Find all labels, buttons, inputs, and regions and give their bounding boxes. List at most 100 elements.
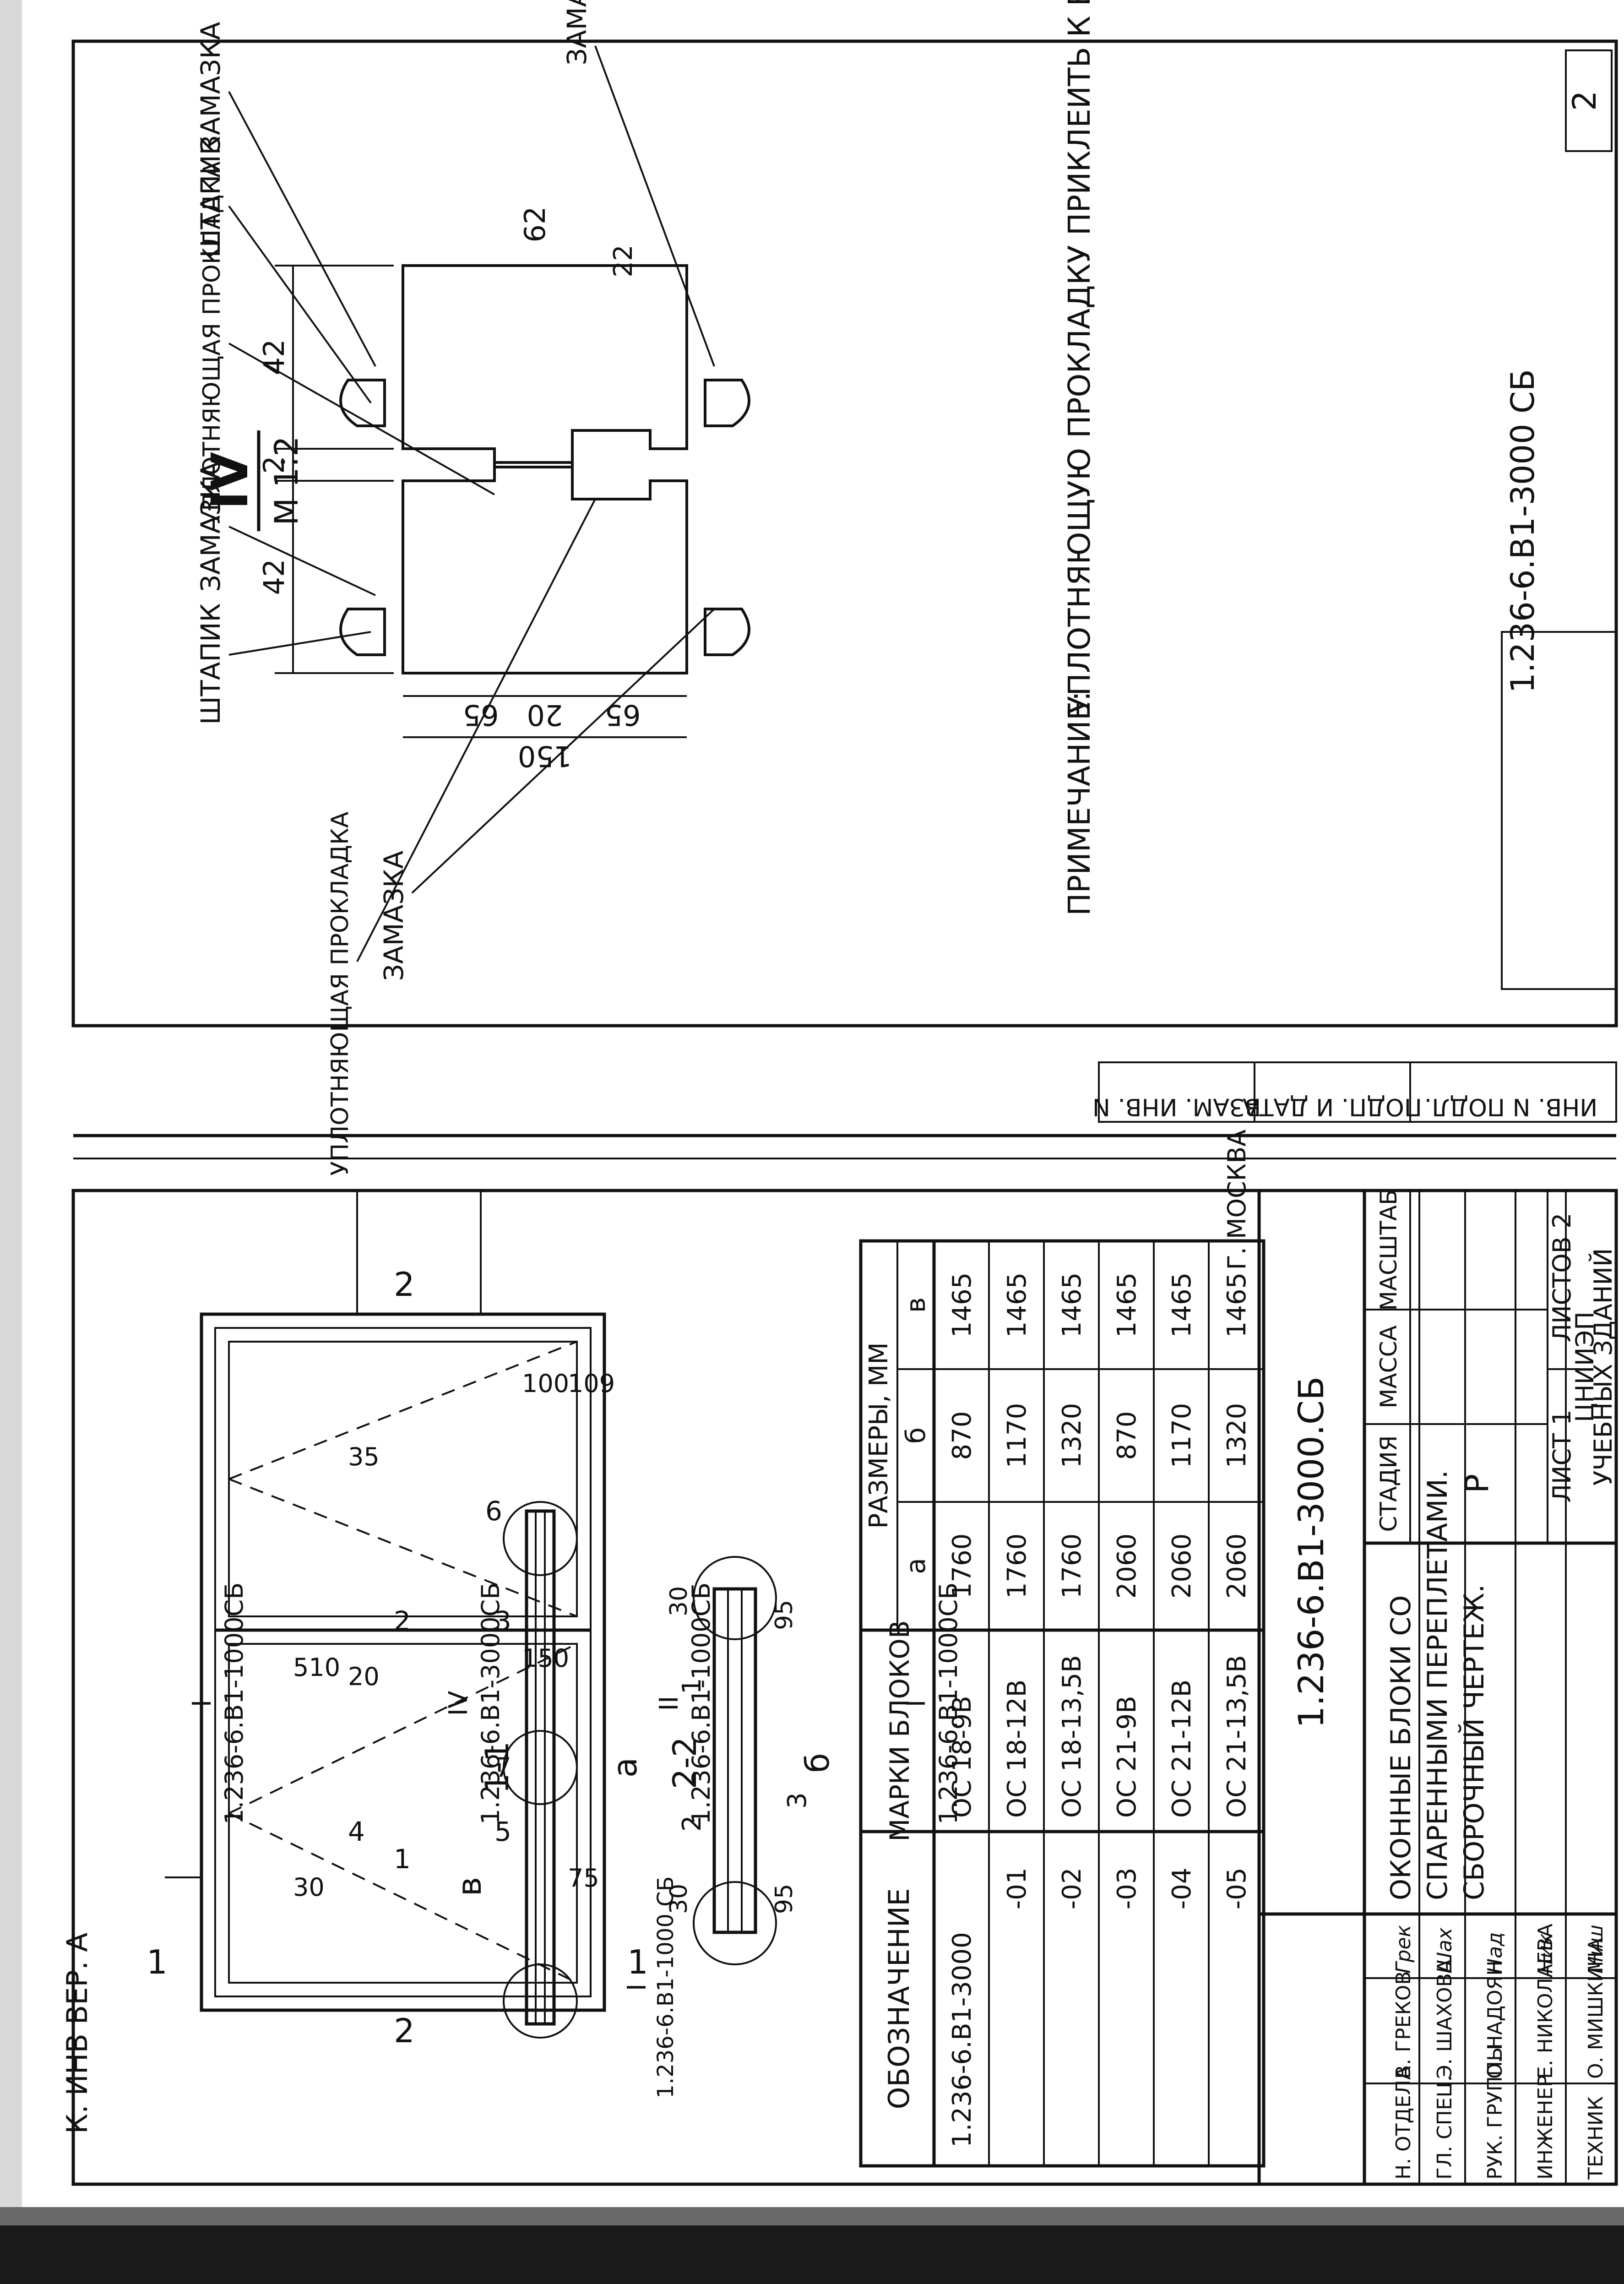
table-row: 1.236-6.В1-3000 ОС 18-9В 1760 870 1465	[947, 1273, 977, 2148]
row6-a: 2060	[1222, 1534, 1252, 1599]
tb-name-line3: СБОРОЧНЫЙ ЧЕРТЕЖ.	[1457, 1584, 1490, 1900]
assembly-panel: К. ИНВ ВЕР. А 1 1 2 2 2-2	[60, 1130, 1618, 2186]
sec11-title: 1-1	[478, 1741, 516, 1794]
detail-title: IV	[201, 452, 259, 510]
detail-doc-code: 1.236-6.В1-3000 СБ	[1504, 369, 1542, 693]
sec11-dim-75: 75	[568, 1864, 599, 1892]
row5-b: 1170	[1167, 1403, 1197, 1468]
th-designation: ОБОЗНАЧЕНИЕ	[882, 1888, 916, 2110]
sheet-number-box	[1565, 49, 1613, 152]
table-row: -03 ОС 21-9В 2060 870 1465	[1112, 1273, 1142, 1909]
detail-panel: ИНВ. N ПОДЛ. ПОДП. И ДАТА ВЗАМ. ИНВ. N 2…	[71, 0, 1618, 1176]
row2-b: 1170	[1002, 1403, 1032, 1468]
staff-role-5: ТЕХНИК	[1584, 2096, 1608, 2180]
mark-2-bottom: 2	[394, 2012, 415, 2050]
inv-label: ИНВ. N ПОДЛ.	[1424, 1093, 1597, 1120]
row1-mark: ОС 18-9В	[947, 1696, 977, 1818]
section-detail-iv: IV М 1:2 42 2 42 65 20 65	[195, 0, 750, 1176]
ref-code-2: 1.236-6.В1-3000СБ	[476, 1582, 505, 1825]
th-sizes: РАЗМЕРЫ, ММ	[864, 1342, 894, 1528]
sec11-pos-7: 7	[494, 1752, 511, 1783]
sheet-number: 2	[1566, 91, 1603, 111]
staff-role-4: ИНЖЕНЕР	[1534, 2075, 1557, 2180]
staff-name-3: О. НАДОЯН	[1483, 1961, 1507, 2079]
row5-a: 2060	[1167, 1534, 1197, 1599]
sec11-pos-1: 1	[394, 1844, 411, 1875]
row6-designation: -05	[1222, 1868, 1252, 1909]
ref-roman-4: I	[902, 1700, 931, 1708]
mark-2-top: 2	[394, 1265, 415, 1304]
staff-sign-4: Ник	[1534, 1933, 1557, 1974]
row5-v: 1465	[1167, 1273, 1197, 1338]
tb-org-line1: ЦНИИЭП	[1570, 1311, 1599, 1422]
ref-roman-3: II	[654, 1696, 684, 1711]
sec11-pos-4: 4	[348, 1816, 365, 1847]
staff-role-2: ГЛ. СПЕЦ.	[1433, 2075, 1456, 2180]
tb-name-line2: СПАРЕННЫМИ ПЕРЕПЛЕТАМИ.	[1422, 1470, 1454, 1900]
th-marks: МАРКИ БЛОКОВ	[884, 1620, 915, 1841]
row3-v: 1465	[1057, 1273, 1087, 1338]
sec11-dim-20: 20	[348, 1662, 380, 1691]
sec11-dim-b: в	[450, 1877, 489, 1896]
mark-1-right: 1	[627, 1943, 648, 1981]
tb-stage-value: Р	[1458, 1474, 1496, 1493]
ref-code-1: 1.236-6.В1-1000СБ	[220, 1582, 249, 1825]
dim-62: 62	[518, 207, 552, 243]
tb-sheet: ЛИСТ 1	[1548, 1409, 1576, 1502]
sign-date-label: ПОДП. И ДАТА	[1243, 1093, 1422, 1120]
dim-65-bottom: 65	[605, 698, 641, 732]
ref-code-4: 1.236-6.В1-1000СБ	[934, 1582, 963, 1825]
staff-sign-5: Миш	[1584, 1925, 1608, 1974]
dim-42-left: 42	[257, 559, 291, 595]
section-1-1: 1-1 а в	[450, 1501, 644, 2039]
glazing-bead-bottom-outer	[704, 608, 750, 656]
label-zamazka-1: ЗАМАЗКА	[195, 461, 226, 592]
staff-role-1: Н. ОТДЕЛА	[1392, 2066, 1415, 2180]
sec11-dim-109: 109	[568, 1369, 615, 1398]
tb-org-line2: УЧЕБНЫХ ЗДАНИЙ	[1589, 1248, 1618, 1486]
sec22-pos-3: 3	[782, 1792, 812, 1809]
detail-note: ПРИМЕЧАНИЕ: УПЛОТНЯЮЩУЮ ПРОКЛАДКУ ПРИКЛЕ…	[1062, 0, 1097, 916]
sec11-pos-2: 2	[394, 1605, 411, 1637]
row1-designation: 1.236-6.В1-3000	[947, 1932, 977, 2148]
staff-name-5: О. МИШКИНА	[1584, 1938, 1608, 2079]
table-row: -02 ОС 18-13,5В 1760 1320 1465	[1057, 1273, 1087, 1909]
sec11-dim-150: 150	[522, 1644, 569, 1673]
row2-v: 1465	[1002, 1273, 1032, 1338]
table-row: -05 ОС 21-13,5В 2060 1320 1465	[1222, 1273, 1252, 1909]
sec22-dim-b: б	[799, 1753, 836, 1773]
sec22-dim-95-right: 95	[771, 1600, 798, 1630]
row6-mark: ОС 21-13,5В	[1222, 1655, 1252, 1818]
sec11-dim-a: а	[606, 1757, 644, 1778]
label-shtapik-2: ШТАПИК	[195, 136, 226, 257]
staff-sign-2: Шах	[1433, 1927, 1456, 1974]
staff-role-3: РУК. ГРУППЫ	[1483, 2043, 1507, 2180]
staff-sign-1: Грек	[1392, 1925, 1415, 1974]
blocks-table: ОБОЗНАЧЕНИЕ МАРКИ БЛОКОВ РАЗМЕРЫ, ММ а б…	[859, 1239, 1266, 2168]
staff-name-4: Е. НИКОЛАЕВА	[1534, 1924, 1557, 2079]
row6-b: 1320	[1222, 1403, 1252, 1468]
sec11-dim-510: 510	[293, 1653, 340, 1682]
row3-mark: ОС 18-13,5В	[1057, 1655, 1087, 1818]
replace-inv-label: ВЗАМ. ИНВ. N	[1092, 1093, 1261, 1120]
side-stamp: ИНВ. N ПОДЛ. ПОДП. И ДАТА ВЗАМ. ИНВ. N	[1092, 1061, 1617, 1123]
glazing-bead-top-outer	[339, 608, 386, 656]
sec11-pos-3: 3	[494, 1605, 511, 1637]
tb-doc-code: 1.236-6.В1-3000.СБ	[1291, 1376, 1331, 1728]
sec22-ref-code: 1.236-6.В1-1000 СБ	[653, 1876, 679, 2098]
ref-roman-2: IV	[444, 1691, 473, 1716]
row3-b: 1320	[1057, 1403, 1087, 1468]
dim-2: 2	[257, 456, 291, 473]
table-row: -01 ОС 18-12В 1760 1170 1465	[1002, 1273, 1032, 1909]
tb-stage-header: СТАДИЯ	[1375, 1436, 1402, 1532]
sec22-pos-2: 2	[677, 1815, 707, 1832]
row2-designation: -01	[1002, 1868, 1032, 1909]
ref-roman-1: I	[187, 1700, 217, 1708]
row1-a: 1760	[947, 1534, 977, 1599]
glazing-bead-bottom-inner	[704, 379, 750, 427]
sec22-dim-30-right: 30	[665, 1586, 693, 1616]
row4-v: 1465	[1112, 1273, 1142, 1338]
dim-20: 20	[527, 698, 563, 732]
row4-mark: ОС 21-9В	[1112, 1696, 1142, 1818]
